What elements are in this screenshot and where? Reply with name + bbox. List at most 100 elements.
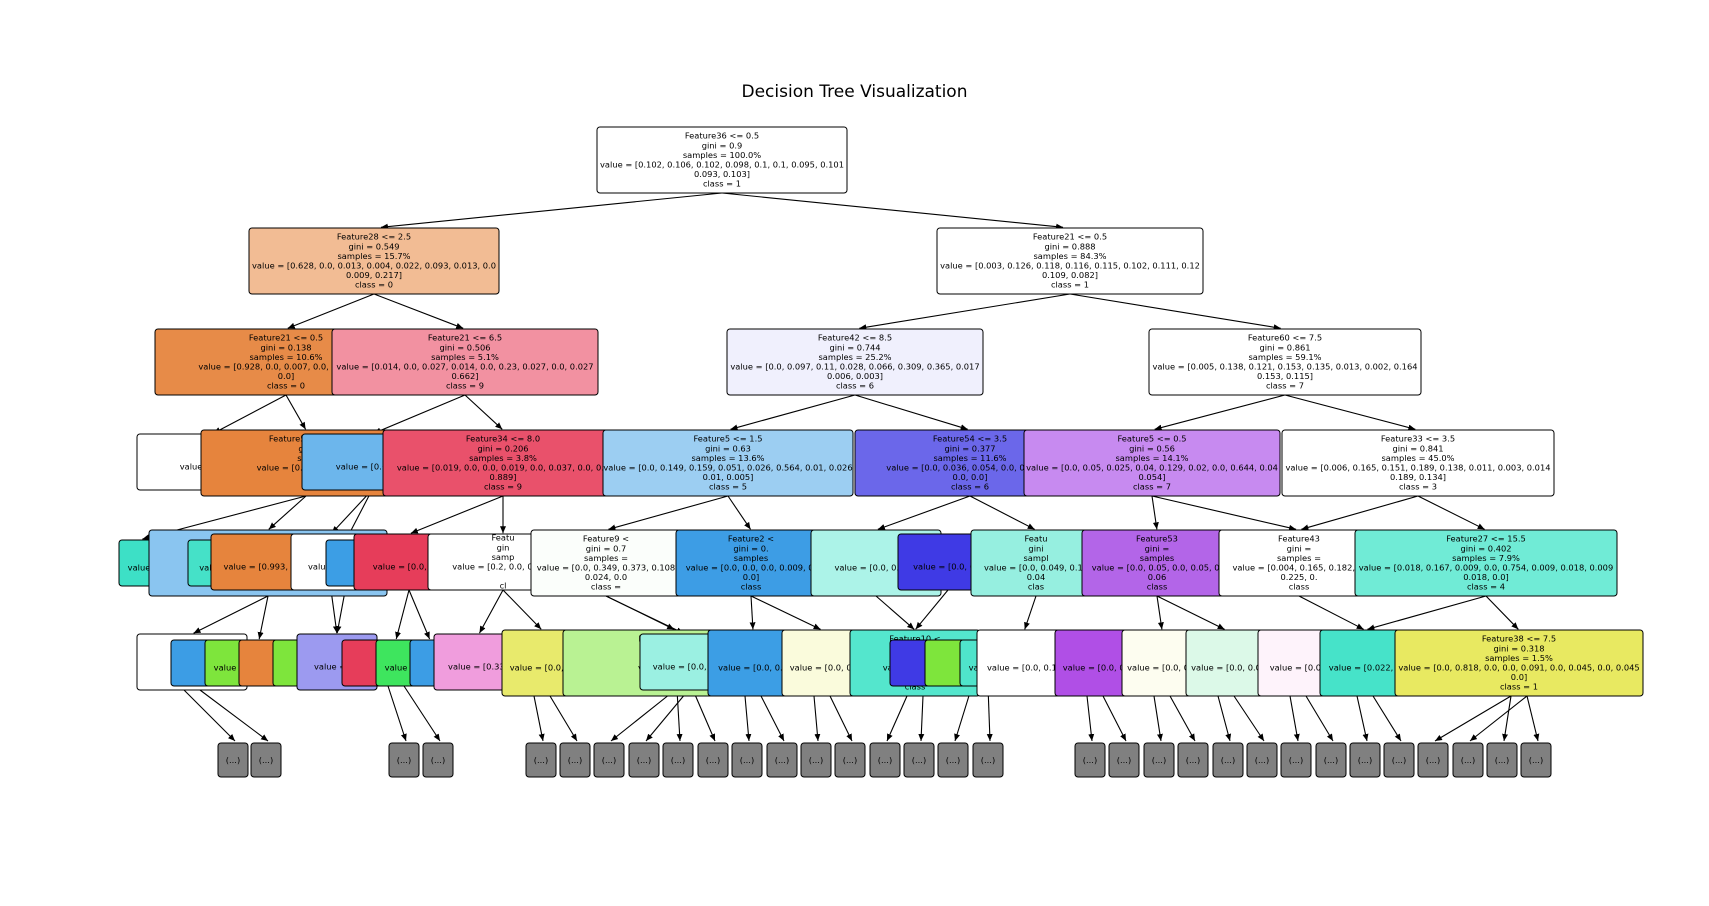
node-text-line: 0.024, 0.0 <box>585 572 627 582</box>
truncated-node: (...) <box>1177 742 1209 778</box>
tree-node-box <box>726 328 984 396</box>
node-text-line: 0.006, 0.003] <box>827 371 883 381</box>
node-text-line: value <box>214 663 237 673</box>
truncated-node-label: (...) <box>878 755 892 765</box>
node-text-line: gini = 0.9 <box>702 140 743 150</box>
tree-edge <box>727 495 751 530</box>
truncated-node: (...) <box>1074 742 1106 778</box>
node-text-line: samples = 15.7% <box>337 251 410 261</box>
node-text-line: 0.093, 0.103] <box>694 169 750 179</box>
node-text-line: Feature10 < <box>889 634 941 644</box>
node-text-line: gin <box>497 542 510 552</box>
truncated-node-label: (...) <box>431 755 445 765</box>
node-text-line: Feature54 <= 3.5 <box>933 434 1007 444</box>
truncated-node: (...) <box>903 742 935 778</box>
truncated-node-label: (...) <box>1186 755 1200 765</box>
tree-edge <box>1469 695 1528 742</box>
node-text-line: gini = 0.377 <box>944 443 995 453</box>
truncated-node: (...) <box>1452 742 1484 778</box>
truncated-node-box <box>1074 742 1106 778</box>
node-text-line: value = [0.003, 0.126, 0.118, 0.116, 0.1… <box>940 261 1200 271</box>
node-text-line: Feature33 <= 3.5 <box>1381 434 1455 444</box>
truncated-node-label: (...) <box>1152 755 1166 765</box>
node-text-line: 0.662] <box>452 371 479 381</box>
node-text-line: value <box>128 563 151 573</box>
truncated-node-label: (...) <box>1529 755 1543 765</box>
truncated-node-box <box>559 742 591 778</box>
node-text-line: Featu <box>1024 534 1047 544</box>
tree-edge <box>1485 595 1519 630</box>
tree-edge <box>875 595 915 630</box>
truncated-node: (...) <box>422 742 454 778</box>
node-text-line: Feature5 <= 1.5 <box>693 434 762 444</box>
node-text-line: value = [0.0, 0. <box>510 663 575 673</box>
truncated-node-box <box>1246 742 1278 778</box>
node-text-line: gini = <box>1287 543 1312 553</box>
node-text-line: class = 3 <box>1399 482 1437 492</box>
tree-edge <box>1153 695 1163 742</box>
tree-edge <box>199 689 269 742</box>
node-text-line: class = 9 <box>446 381 484 391</box>
truncated-node-label: (...) <box>843 755 857 765</box>
truncated-node-box <box>1315 742 1347 778</box>
truncated-node-box <box>1349 742 1381 778</box>
node-text-line: Feature5 <= 0.5 <box>1117 434 1186 444</box>
truncated-node: (...) <box>766 742 798 778</box>
truncated-node-box <box>1383 742 1415 778</box>
truncated-node: (...) <box>250 742 282 778</box>
node-text-line: class <box>1289 582 1310 592</box>
truncated-node-box <box>525 742 557 778</box>
tree-node-box <box>924 639 966 687</box>
node-text-line: value = [0.0, 0.349, 0.373, 0.108 <box>537 563 675 573</box>
tree-edge <box>193 595 269 634</box>
truncated-node-label: (...) <box>226 755 240 765</box>
node-text-line: samples <box>1140 553 1175 563</box>
truncated-node: (...) <box>1486 742 1518 778</box>
tree-node-box <box>1148 328 1422 396</box>
tree-edge <box>1217 695 1232 742</box>
truncated-node: (...) <box>662 742 694 778</box>
tree-edge <box>478 589 504 634</box>
tree-edge <box>1305 695 1334 742</box>
truncated-node-label: (...) <box>706 755 720 765</box>
node-text-line: value = [0.0, 0.0 <box>913 562 983 572</box>
node-text-line: value <box>385 663 408 673</box>
truncated-node: (...) <box>1383 742 1415 778</box>
node-text-line: samples = 5.1% <box>431 352 499 362</box>
tree-node-n18: value = [0.993, 0. <box>210 533 312 591</box>
truncated-node: (...) <box>800 742 832 778</box>
tree-edge <box>257 595 269 640</box>
tree-edge <box>183 689 236 742</box>
node-text-line: value = [0.0, 0.0 <box>1191 663 1261 673</box>
node-text-line: 0.889] <box>490 472 517 482</box>
node-text-line: class = 1 <box>1500 682 1538 692</box>
node-text-line: Feature9 < <box>583 534 629 544</box>
tree-edge <box>380 192 723 230</box>
node-text-line: 0.04 <box>1027 572 1045 582</box>
truncated-node-box <box>731 742 763 778</box>
node-text-line: class = 0 <box>355 280 393 290</box>
tree-edge <box>610 695 668 742</box>
node-text-line: 0.153, 0.115] <box>1257 371 1313 381</box>
truncated-node-label: (...) <box>1426 755 1440 765</box>
tree-edge <box>502 589 542 630</box>
tree-edge <box>721 192 1064 230</box>
node-text-line: gini = 0.138 <box>260 342 311 352</box>
truncated-node-label: (...) <box>637 755 651 765</box>
tree-edge <box>1024 595 1037 630</box>
tree-edge <box>692 689 716 742</box>
tree-edge <box>213 394 287 434</box>
truncated-node-box <box>903 742 935 778</box>
truncated-node-label: (...) <box>1495 755 1509 765</box>
truncated-node-box <box>697 742 729 778</box>
truncated-node-label: (...) <box>1255 755 1269 765</box>
truncated-node-box <box>800 742 832 778</box>
truncated-node: (...) <box>525 742 557 778</box>
tree-edge <box>331 489 373 534</box>
truncated-node-box <box>388 742 420 778</box>
